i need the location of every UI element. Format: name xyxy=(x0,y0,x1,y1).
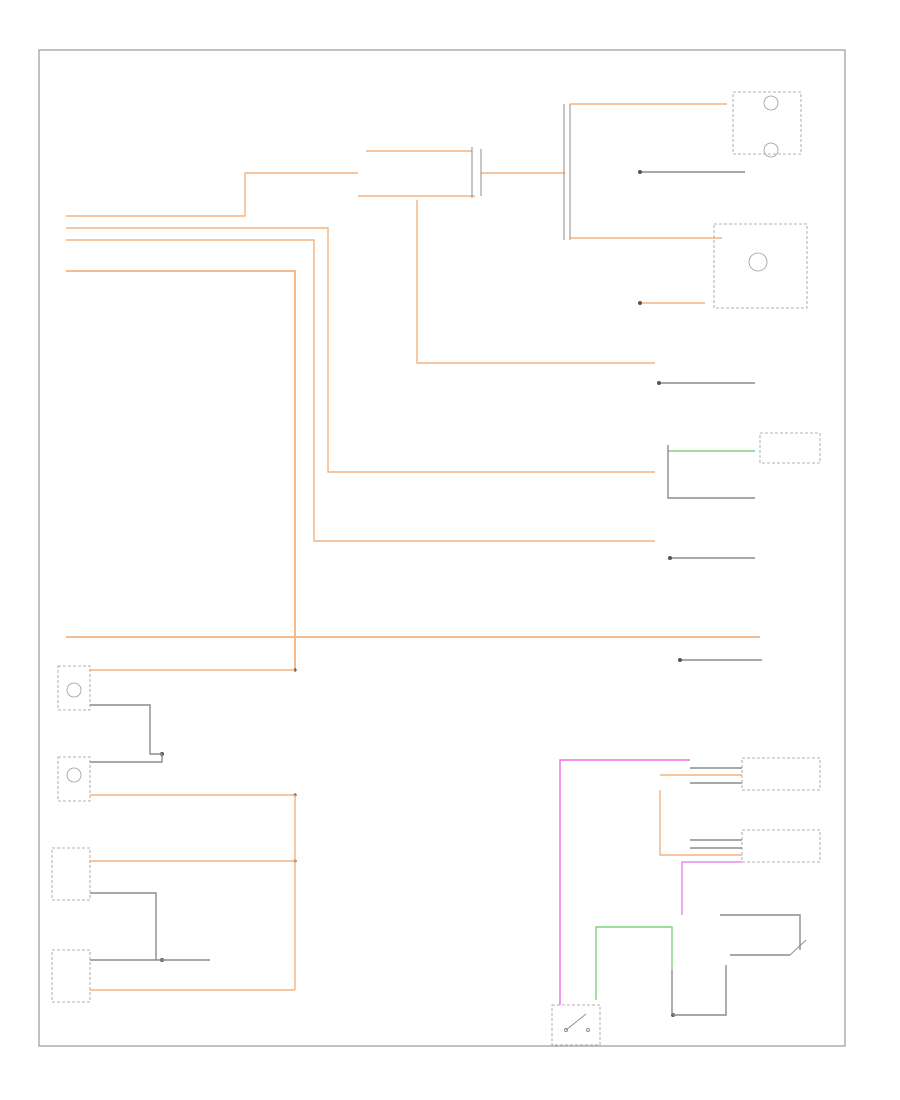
switch-box-3 xyxy=(51,847,91,901)
switch-boxes-lower-left xyxy=(51,665,91,1003)
wire-group-lower-left xyxy=(90,669,296,991)
wire-switch-ground-3 xyxy=(90,892,157,960)
ground-point-4 xyxy=(668,556,672,560)
lamp-symbols xyxy=(66,95,779,783)
module-connector-1 xyxy=(741,757,821,791)
wire-relay-to-turn xyxy=(416,200,655,364)
lamp-symbol-5 xyxy=(66,767,82,783)
wire-grey-drop-2 xyxy=(673,965,727,1016)
wire-group-main-feed xyxy=(66,270,760,670)
wire-green-loop xyxy=(595,926,673,1000)
wire-relay-feed-c xyxy=(66,239,655,542)
switch-box-1 xyxy=(57,665,91,711)
wire-main-feed xyxy=(66,270,296,670)
module-boxes-lower-right xyxy=(551,757,821,1046)
lamp-symbol-3 xyxy=(748,252,768,272)
switch-box-4 xyxy=(51,949,91,1003)
ground-point-5 xyxy=(678,658,682,662)
wire-grey-branch xyxy=(667,445,755,499)
component-boxes-upper xyxy=(713,91,821,464)
wire-group-relay-feed xyxy=(66,150,655,542)
ground-points xyxy=(160,170,682,1017)
switch-box-2 xyxy=(57,756,91,802)
wire-relay-feed-a xyxy=(66,172,358,217)
wire-magenta-branch xyxy=(681,861,742,915)
lamp-symbol-4 xyxy=(66,682,82,698)
door-switch-symbol xyxy=(564,939,807,1032)
module-connector-2 xyxy=(741,829,821,863)
wire-group-lower-right xyxy=(559,759,801,1016)
relay-switch xyxy=(471,104,571,240)
wire-orange-module-1 xyxy=(659,790,742,856)
wire-switch-ground-2 xyxy=(90,754,163,763)
door-switch-box xyxy=(551,1004,601,1046)
wire-relay-feed-b xyxy=(66,227,655,473)
lamp-assembly-2 xyxy=(713,223,808,309)
wire-switch-ground-1 xyxy=(90,704,162,755)
wire-pink-bus xyxy=(559,759,690,1005)
wire-grey-relay xyxy=(720,914,801,950)
connector-block-1 xyxy=(759,432,821,464)
ground-point-2 xyxy=(638,301,642,305)
lamp-symbol-1 xyxy=(763,95,779,111)
diagram-frame xyxy=(38,49,846,1047)
lamp-symbol-2 xyxy=(763,142,779,158)
wire-group-upper-right xyxy=(570,103,762,661)
ground-point-3 xyxy=(657,381,661,385)
ground-point-1 xyxy=(638,170,642,174)
